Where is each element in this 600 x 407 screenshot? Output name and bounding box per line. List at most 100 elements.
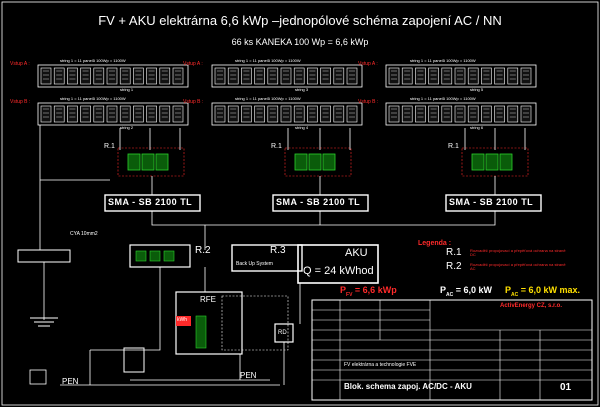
legend-r1: R.1 [446,247,462,258]
r2-device-2 [149,250,161,262]
pv-panel [481,105,492,123]
dc-lines [39,125,526,250]
pv-panel [80,105,91,123]
ground-symbol [30,317,58,327]
legend-title: Legenda : [418,240,452,247]
string-caption-3: string 1 = 11 panelů 100Wp = 1100W [235,58,301,63]
string-caption-2: string 1 = 11 panelů 100Wp = 1100W [60,96,126,101]
pv-panel [388,105,400,123]
inverter-box-1 [104,194,201,212]
pv-panel [146,67,157,85]
pv-panel [159,105,171,123]
string-label-1: string 1 [120,87,134,92]
panel-row-3 [211,64,363,88]
pv-panel [428,67,439,85]
pv-panel [172,67,184,85]
pv-panel [333,105,345,123]
panel-row-5 [385,64,537,88]
vstup-a-label-1: Vstup A : [10,61,30,67]
pv-panel [267,67,279,85]
power-pac-max: PAC = 6,0 kW max. [505,285,581,298]
r3-label: R.3 [270,245,286,256]
pv-panel [106,67,118,85]
power-pac: PAC = 6,0 kW [440,285,493,298]
eps-box [17,249,71,263]
pv-panel [254,105,265,123]
pv-panel [467,67,479,85]
string-caption-6: string 1 = 11 panelů 100Wp = 1100W [410,96,476,101]
panel-groups [37,64,537,126]
page-title: FV + AKU elektrárna 6,6 kWp –jednopólové… [98,13,502,28]
cable-label: CYA 10mm2 [70,231,98,237]
pen-left-label: PEN [62,377,79,386]
r2-device-3 [163,250,175,262]
pv-panel [53,67,65,85]
dc-protection-1 [127,153,169,171]
inverter-box-3 [445,194,542,212]
drawing-name: Blok. schema zapoj. AC/DC - AKU [344,382,472,391]
project-name: FV elektrárna a technologie FVE [344,362,417,368]
pv-panel [333,67,345,85]
pv-panel [467,105,479,123]
string-label-6: string 6 [470,125,484,130]
inverter-label-2: SMA - SB 2100 TL [276,197,361,207]
pv-panel [214,105,226,123]
pv-panel [454,67,466,85]
panel-row-1 [37,64,189,88]
legend-r1-desc: Rozvaděč propojovací a přepěťová ochrana… [470,248,566,257]
pv-panel [172,105,184,123]
pv-panel [428,105,439,123]
legend-r2: R.2 [446,261,462,272]
pv-panel [388,67,400,85]
r2-label: R.2 [195,245,211,256]
pv-panel [494,105,505,123]
pv-panel [441,67,453,85]
pv-panel [320,67,331,85]
pv-panel [346,105,358,123]
kwh-label: kWh [177,317,187,323]
dc-protection-3 [471,153,513,171]
pv-panel [494,67,505,85]
pv-panel [415,105,426,123]
pv-panel [267,105,279,123]
relay-label-1: R.1 [104,143,115,150]
relay-box-1 [117,147,185,177]
string-caption-1: string 1 = 11 panelů 100Wp = 1100W [60,58,126,63]
inverter-label-3: SMA - SB 2100 TL [449,197,534,207]
relay-label-3: R.1 [448,143,459,150]
pv-panel [106,105,118,123]
power-pfv: PFV = 6,6 kWp [340,285,397,298]
pv-panel [415,67,426,85]
rfe-label: RFE [200,295,216,304]
string-caption-5: string 1 = 11 panelů 100Wp = 1100W [410,58,476,63]
pv-panel [214,67,226,85]
pv-panel [293,105,305,123]
legend-r2-desc: Rozvaděč propojovací a přepěťová ochrana… [470,262,566,271]
pv-panel [241,105,252,123]
vstup-b-label-2: Vstup B : [183,99,204,105]
vstup-b-label-1: Vstup B : [10,99,31,105]
pv-panel [280,105,292,123]
pv-panel [159,67,171,85]
page-subtitle: 66 ks KANEKA 100 Wp = 6,6 kWp [231,37,369,47]
pv-panel [346,67,358,85]
aku-box [297,244,379,284]
pv-panel [454,105,466,123]
pv-panel [227,67,239,85]
company-name: ActivEnergy CZ, s.r.o. [500,303,563,309]
ground-box [29,369,47,385]
pv-panel [293,67,305,85]
r2-device-1 [135,250,147,262]
panel-row-6 [385,102,537,126]
pv-panel [320,105,331,123]
pv-panel [307,105,318,123]
pv-panel [280,67,292,85]
inverter-box-2 [272,194,369,212]
rfe-device [195,315,207,349]
r3-box [231,244,303,272]
pv-panel [67,105,78,123]
aku-capacity: Q = 24 kWhod [303,265,374,277]
pv-panel [307,67,318,85]
